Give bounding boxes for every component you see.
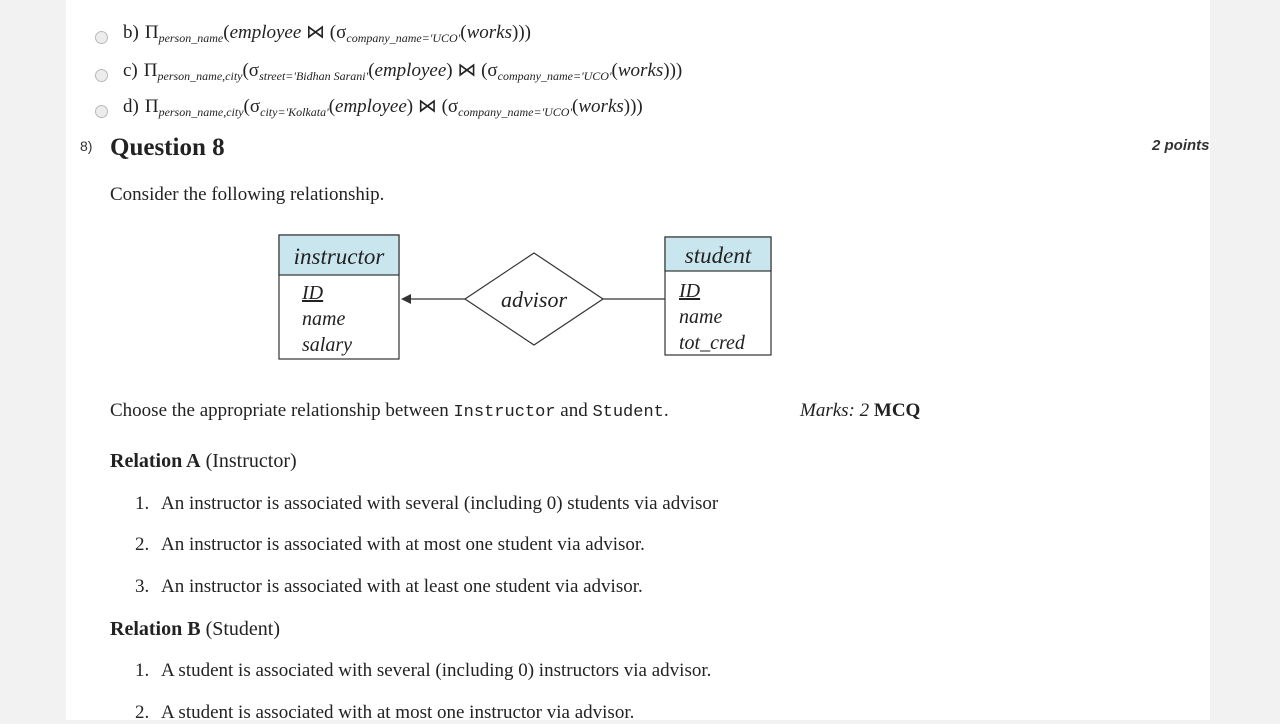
relationship-advisor: advisor: [401, 252, 665, 346]
entity-student: student ID name tot_cred: [664, 236, 772, 356]
question-points: 2 points: [1152, 137, 1210, 154]
question-number: 8): [80, 138, 93, 154]
arrow-head-icon: [401, 294, 411, 304]
question-prompt: Consider the following relationship.: [110, 184, 385, 205]
option-d-radio[interactable]: [95, 104, 108, 118]
instructor-attr-salary: salary: [302, 334, 352, 356]
question-title: Question 8: [110, 134, 225, 161]
relation-b-item-2: 2.A student is associated with at most o…: [135, 702, 635, 723]
relation-a-heading: Relation A (Instructor): [110, 450, 297, 472]
marks-label: Marks: 2 MCQ: [800, 400, 921, 421]
entity-student-name: student: [685, 243, 752, 268]
er-diagram: instructor ID name salary advisor studen…: [278, 234, 772, 360]
option-c[interactable]: c)Πperson_name,city(σstreet='Bidhan Sara…: [95, 57, 682, 85]
relation-b-heading: Relation B (Student): [110, 618, 280, 640]
relation-a-item-2: 2.An instructor is associated with at mo…: [135, 534, 645, 555]
option-b[interactable]: b)Πperson_name(employee ⋈ (σcompany_name…: [95, 19, 531, 47]
option-c-radio[interactable]: [95, 68, 108, 82]
entity-instructor: instructor ID name salary: [278, 234, 400, 360]
option-c-text: c)Πperson_name,city(σstreet='Bidhan Sara…: [123, 59, 683, 83]
option-b-text: b)Πperson_name(employee ⋈ (σcompany_name…: [123, 21, 531, 45]
student-attr-tot-cred: tot_cred: [679, 332, 746, 354]
question-instruction: Choose the appropriate relationship betw…: [110, 400, 669, 422]
option-d-text: d)Πperson_name,city(σcity='Kolkata'(empl…: [123, 95, 643, 119]
student-attr-name: name: [679, 306, 722, 328]
instructor-attr-id: ID: [301, 282, 324, 304]
relation-b-item-1: 1.A student is associated with several (…: [135, 660, 712, 681]
option-b-radio[interactable]: [95, 30, 108, 44]
entity-instructor-name: instructor: [294, 244, 386, 269]
relation-a-item-3: 3.An instructor is associated with at le…: [135, 576, 643, 597]
relationship-name: advisor: [501, 287, 567, 312]
student-attr-id: ID: [678, 280, 701, 302]
relation-a-item-1: 1.An instructor is associated with sever…: [135, 493, 719, 514]
quiz-page: [66, 0, 1210, 720]
option-d[interactable]: d)Πperson_name,city(σcity='Kolkata'(empl…: [95, 93, 643, 121]
instructor-attr-name: name: [302, 308, 345, 330]
